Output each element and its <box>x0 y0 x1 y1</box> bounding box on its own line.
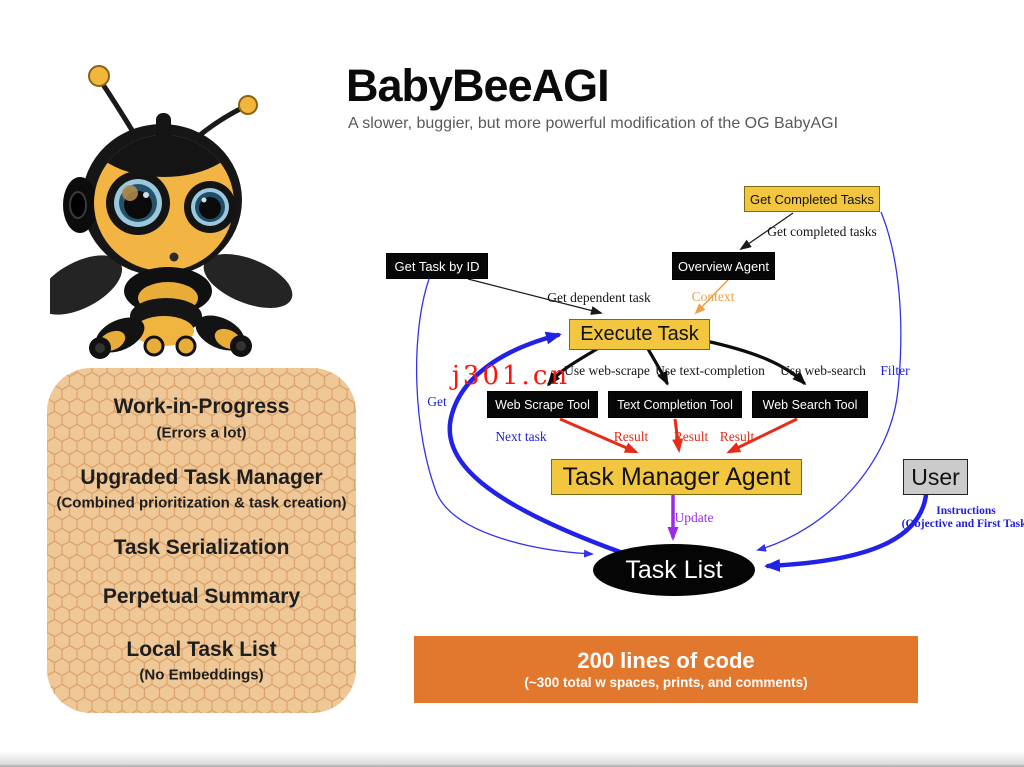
edge-label-use-text-completion: Use text-completion <box>655 363 765 378</box>
feature-title: Perpetual Summary <box>102 585 301 608</box>
honeycomb-pattern <box>47 368 356 713</box>
edge-label-use-web-scrape: Use web-scrape <box>564 363 650 378</box>
page-subtitle: A slower, buggier, but more powerful mod… <box>348 115 839 132</box>
feature-subtitle: (Combined prioritization & task creation… <box>56 494 347 512</box>
edge-label-update: Update <box>674 510 714 525</box>
node-web-search-tool: Web Search Tool <box>752 391 868 418</box>
feature-title: Work-in-Progress <box>113 395 290 418</box>
feature-title: Upgraded Task Manager <box>80 466 323 489</box>
code-banner-line1: 200 lines of code <box>577 648 755 673</box>
feature-subtitle: (No Embeddings) <box>139 666 264 684</box>
edge-label-get-dependent-task: Get dependent task <box>547 290 651 305</box>
feature-title: Task Serialization <box>113 536 290 559</box>
features-panel: Work-in-Progress (Errors a lot) Upgraded… <box>47 368 356 713</box>
edge-label-result-1: Result <box>613 429 649 444</box>
node-overview-agent: Overview Agent <box>672 252 775 280</box>
edge-label-next-task: Next task <box>495 429 547 444</box>
node-get-task-by-id: Get Task by ID <box>386 253 488 279</box>
bee-robot-image <box>50 65 293 359</box>
node-task-list: Task List <box>593 544 755 596</box>
edge-label-get: Get <box>427 394 447 409</box>
code-banner: 200 lines of code (~300 total w spaces, … <box>414 636 918 703</box>
feature-title: Local Task List <box>126 638 277 661</box>
node-text-completion-tool: Text Completion Tool <box>608 391 742 418</box>
node-web-scrape-tool: Web Scrape Tool <box>487 391 598 418</box>
edge-label-result-2: Result <box>673 429 709 444</box>
code-banner-line2: (~300 total w spaces, prints, and commen… <box>524 675 808 690</box>
page-bottom-edge <box>0 751 1024 767</box>
node-get-completed-tasks: Get Completed Tasks <box>744 186 880 212</box>
edge-label-filter: Filter <box>880 363 910 378</box>
feature-subtitle: (Errors a lot) <box>156 424 247 442</box>
edge-label-context: Context <box>691 289 735 304</box>
edge-label-get-completed-tasks: Get completed tasks <box>767 224 877 239</box>
node-user: User <box>903 459 968 495</box>
node-execute-task: Execute Task <box>569 319 710 350</box>
edge-label-instructions-line1: Instructions <box>936 505 996 517</box>
watermark: j301.cn <box>451 361 571 391</box>
page-title: BabyBeeAGI <box>346 60 610 111</box>
edge-label-use-web-search: Use web-search <box>780 363 866 378</box>
edge-label-instructions: Instructions (Objective and First Task) <box>902 505 1024 531</box>
edge-label-instructions-line2: (Objective and First Task) <box>901 518 1024 530</box>
node-task-manager-agent: Task Manager Agent <box>551 459 802 495</box>
edge-label-result-3: Result <box>719 429 755 444</box>
